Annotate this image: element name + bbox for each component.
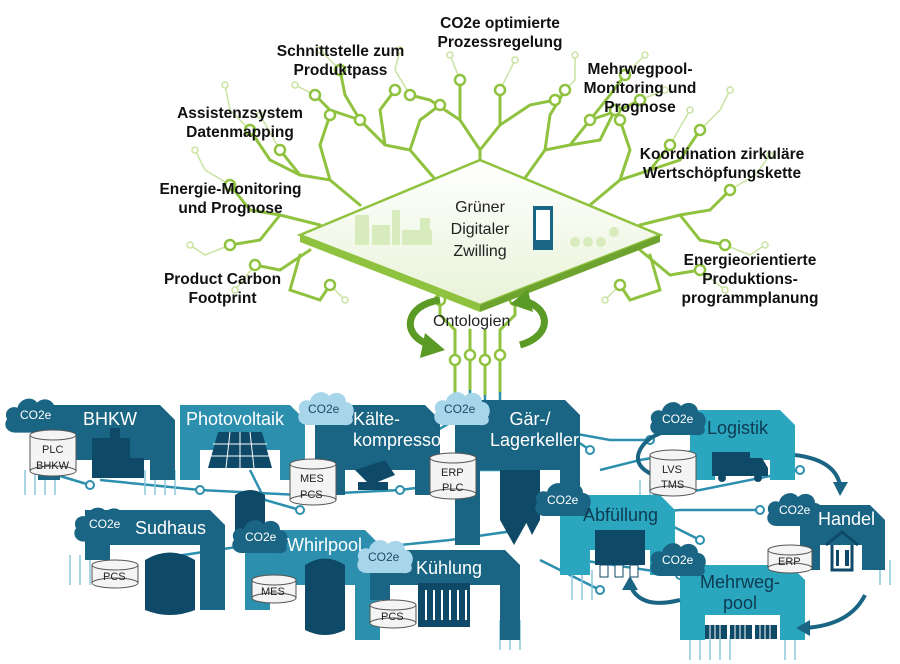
label-product-pass: Schnittstelle zum Produktpass	[276, 43, 405, 79]
unit-whirlpool	[245, 530, 380, 640]
cloud-label: CO2e	[779, 503, 811, 517]
unit-title-abfuellung: Abfüllung	[583, 505, 659, 525]
unit-mehrwegpool	[680, 565, 805, 640]
unit-title-sudhaus: Sudhaus	[135, 518, 207, 538]
shop-icon	[825, 530, 859, 572]
bottle-row-icon	[570, 227, 619, 247]
brew-kettle-icon	[145, 552, 195, 615]
unit-title-handel: Handel	[818, 509, 876, 529]
digital-twin-label: Grüner Digitaler Zwilling	[450, 199, 510, 260]
cloud-label: CO2e	[547, 493, 579, 507]
filling-machine-icon	[595, 530, 645, 578]
db-label-plc: PLC	[442, 482, 463, 494]
ontology-arrow-right-head	[510, 290, 533, 312]
unit-gaer-lagerkeller	[455, 400, 580, 545]
crate-stack-icon	[705, 625, 777, 639]
label-reusable-pool: Mehrwegpool- Monitoring und Prognose	[583, 61, 697, 116]
co2e-clouds: CO2e CO2e CO2e CO2e CO2e CO2e CO2e CO2e …	[5, 392, 823, 577]
cloud-label: CO2e	[662, 553, 694, 567]
db-label-tms: TMS	[661, 479, 684, 491]
label-energy-monitoring: Energie-Monitoring und Prognose	[159, 181, 302, 217]
unit-bhkw	[38, 405, 175, 480]
factory-silhouette-icon	[355, 210, 432, 245]
db-label-pcs: PCS	[381, 611, 404, 623]
db-label-erp: ERP	[441, 467, 464, 479]
label-co2-regulation: CO2e optimierte Prozessregelung	[437, 15, 563, 51]
cloud-label: CO2e	[89, 517, 121, 531]
fermentation-tank-icon	[500, 470, 540, 545]
cloud-label: CO2e	[308, 402, 340, 416]
solar-panel-icon	[208, 431, 272, 469]
label-carbon-footprint: Product Carbon Footprint	[163, 271, 282, 307]
unit-kaeltekompressor	[315, 405, 440, 495]
db-label-pcs: PCS	[103, 571, 126, 583]
unit-logistik	[690, 410, 795, 482]
unit-title-kuehlung: Kühlung	[416, 558, 483, 578]
db-label-lvs: LVS	[662, 464, 682, 476]
unit-title-photovoltaik: Photovoltaik	[186, 409, 285, 429]
tree-twigs	[189, 49, 771, 301]
db-label-mes: MES	[300, 473, 324, 485]
db-label-mes: MES	[261, 586, 285, 598]
unit-title-bhkw: BHKW	[83, 409, 137, 429]
unit-abfuellung	[560, 495, 675, 578]
silo-icon	[533, 206, 553, 250]
twig-nodes	[186, 46, 774, 304]
ontology-arrow-left-head	[420, 333, 445, 358]
db-label-pcs: PCS	[300, 489, 323, 501]
unit-title-logistik: Logistik	[707, 418, 769, 438]
branch-nodes	[223, 63, 737, 367]
unit-title-whirlpool: Whirlpool	[287, 535, 363, 555]
db-label-erp: ERP	[778, 556, 801, 568]
cloud-label: CO2e	[368, 550, 400, 564]
database-labels: PLC BHKW MES PCS ERP PLC PCS MES PCS LVS…	[36, 444, 801, 623]
database-cylinders	[29, 429, 813, 629]
truck-icon	[712, 452, 768, 482]
label-circular: Koordination zirkuläre Wertschöpfungsket…	[639, 146, 805, 182]
unit-title-gaer-lagerkeller: Gär-/ Lagerkeller	[490, 409, 580, 450]
db-label-bhkw: BHKW	[36, 460, 70, 472]
db-label-plc: PLC	[42, 444, 63, 456]
engine-block-icon	[92, 438, 130, 478]
label-production-planning: Energieorientierte Produktions- programm…	[681, 252, 819, 307]
unit-title-kaeltekompressor: Kälte- kompressor	[353, 409, 448, 450]
reuse-arrow-heads	[622, 482, 848, 636]
unit-photovoltaik	[180, 405, 305, 480]
heat-exchanger-icon	[418, 583, 470, 627]
cloud-label: CO2e	[20, 408, 52, 422]
unit-title-mehrwegpool: Mehrweg- pool	[700, 572, 781, 613]
whirlpool-tank-icon	[305, 558, 345, 635]
cloud-label: CO2e	[444, 402, 476, 416]
cloud-label: CO2e	[245, 530, 277, 544]
compressor-icon	[355, 460, 395, 490]
cloud-label: CO2e	[662, 412, 694, 426]
ontology-label: Ontologien	[433, 313, 511, 330]
label-assistant: Assistenzsystem Datenmapping	[177, 105, 303, 141]
